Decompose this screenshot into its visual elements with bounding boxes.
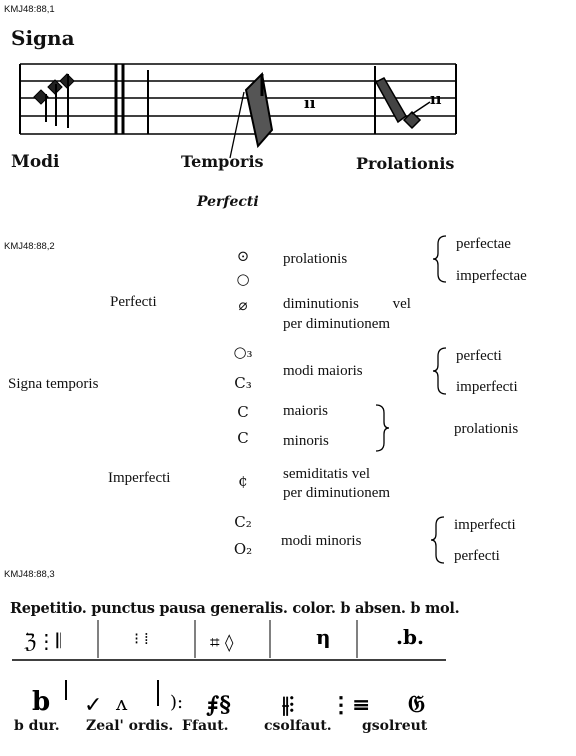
mensuration-sign: ⌀ [238, 296, 248, 314]
desc-imperfecti: imperfecti [456, 379, 518, 395]
section-tag-2: KMJ48:88,2 [4, 241, 55, 252]
desc-maioris: maioris [283, 403, 328, 419]
desc-modi-minoris: modi minoris [281, 533, 362, 549]
svg-text:):: ): [170, 692, 183, 713]
svg-text:𝔊: 𝔊 [408, 689, 425, 718]
svg-text:⁝ ⁞: ⁝ ⁞ [134, 629, 149, 648]
svg-text:⫲⫶: ⫲⫶ [282, 692, 295, 718]
desc-diminutionis: diminutionis vel [283, 296, 411, 312]
label-zeal: Zeal' ordis. [86, 718, 174, 734]
mensuration-sign: C [237, 429, 249, 447]
mensuration-sign: C₃ [234, 374, 252, 392]
label-gsolreut: gsolreut [362, 718, 428, 734]
signa-temporis-label: Signa temporis [8, 376, 99, 392]
desc-minoris: minoris [283, 433, 329, 449]
svg-text:ıı: ıı [430, 90, 442, 108]
svg-text:⨎§: ⨎§ [206, 692, 231, 718]
brace-left [432, 347, 447, 395]
desc-perfectae: perfectae [456, 236, 511, 252]
svg-text:b: b [32, 687, 50, 717]
desc-imperfectae: imperfectae [456, 268, 527, 284]
svg-text:η: η [316, 625, 331, 649]
svg-text:⋮≡: ⋮≡ [330, 692, 370, 718]
brace-left [430, 516, 445, 564]
svg-text:.b.: .b. [396, 625, 424, 649]
label-ffaut: Ffaut. [182, 718, 229, 734]
section-tag-1: KMJ48:88,1 [4, 4, 55, 15]
mensuration-sign: ¢ [238, 472, 248, 490]
svg-text:⌗ ◊: ⌗ ◊ [210, 633, 234, 653]
label-bdur: b dur. [14, 718, 60, 734]
imperfecti-group-label: Imperfecti [108, 470, 171, 486]
signa-title: Signa [11, 26, 75, 50]
brace-right [375, 404, 390, 452]
desc-semiditatis: semiditatis vel [283, 466, 371, 482]
modi-label: Modi [11, 152, 60, 172]
signs-header: Repetitio. punctus pausa generalis. colo… [10, 600, 460, 617]
section-tag-3: KMJ48:88,3 [4, 569, 55, 580]
perfecti-group-label: Perfecti [110, 294, 157, 310]
mensuration-sign: ⊙ [236, 247, 250, 265]
svg-text:ıı: ıı [304, 94, 316, 112]
desc-per-diminutionem-2: per diminutionem [283, 485, 391, 501]
mensuration-sign: C [237, 403, 249, 421]
svg-text:ℨ⋮𝄃: ℨ⋮𝄃 [24, 629, 61, 653]
mensuration-sign: ○ [236, 270, 250, 288]
mensuration-sign: O₂ [233, 540, 253, 558]
prolationis-label: Prolationis [356, 154, 455, 173]
modi-notes [33, 73, 75, 128]
label-csolfaut: csolfaut. [264, 718, 332, 734]
temporis-label: Temporis [181, 152, 264, 171]
prolationis-ligature: ıı [374, 77, 442, 130]
desc-per-diminutionem: per diminutionem [283, 316, 391, 332]
brace-left [432, 235, 447, 283]
desc-perfecti: perfecti [456, 348, 502, 364]
mensuration-sign: C₂ [234, 513, 252, 531]
svg-text:✓: ✓ [84, 693, 102, 718]
desc-prolationis-b: prolationis [454, 421, 519, 437]
desc-prolationis: prolationis [283, 251, 348, 267]
desc-perfecti-c: perfecti [454, 548, 500, 564]
perfecti-label: Perfecti [197, 194, 259, 210]
temporis-ligature: ıı [229, 71, 316, 159]
desc-imperfecti-c: imperfecti [454, 517, 516, 533]
desc-modi-maioris: modi maioris [283, 363, 363, 379]
svg-text:ʌ: ʌ [115, 691, 128, 715]
mensuration-sign: ○₃ [233, 343, 253, 361]
